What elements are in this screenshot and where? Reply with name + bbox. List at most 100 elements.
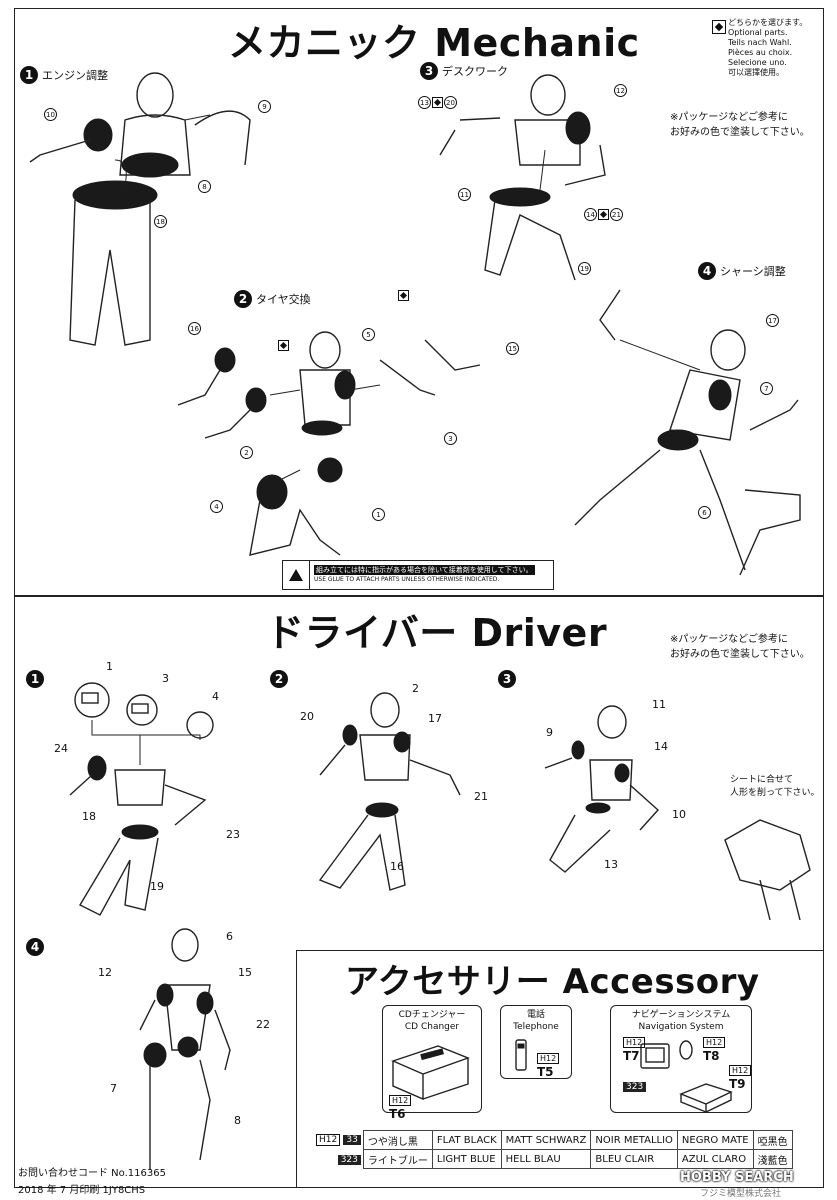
driver-title: ドライバー Driver — [266, 611, 608, 655]
part-number: 12 — [98, 966, 112, 979]
part-number: 12 — [614, 84, 627, 97]
seat-note-line1: シートに合せて — [730, 775, 794, 785]
optional-icon — [598, 209, 609, 220]
paint-row: 323 ライトブルー LIGHT BLUE HELL BLAU BLEU CLA… — [314, 1149, 793, 1169]
part-circle: 6 — [698, 506, 711, 519]
navigation-box: ナビゲーションシステム Navigation System H12 T7 H12… — [610, 1005, 752, 1114]
mech-step-1: 1 エンジン調整 — [20, 66, 108, 84]
paint-number: 323 — [337, 1154, 361, 1165]
color-note-line1: ※パッケージなどご参考に — [670, 634, 788, 645]
nav-paint-c: H12 T9 — [729, 1058, 752, 1091]
paint-cn: 淺藍色 — [752, 1149, 793, 1169]
part-number: 7 — [760, 382, 773, 395]
mech-figure-3 — [439, 74, 606, 281]
navigation-drawing — [640, 1040, 733, 1114]
paint-de: HELL BLAU — [500, 1149, 592, 1169]
optional-parts-icon — [712, 20, 726, 34]
telephone-en: Telephone — [513, 1022, 559, 1032]
part-code: T5 — [537, 1065, 554, 1079]
paint-code: H12 — [623, 1037, 646, 1048]
part-circle: 3 — [444, 432, 457, 445]
part-number: 7 — [110, 1082, 117, 1095]
part-number: 14 — [654, 740, 668, 753]
step-number: 4 — [698, 262, 716, 280]
part-number: 10 — [672, 808, 686, 821]
part-circle: 11 — [458, 188, 471, 201]
part-number: 2 — [240, 446, 253, 459]
optional-icon — [398, 290, 409, 301]
seat-note-line2: 人形を削って下さい。 — [730, 788, 820, 798]
footer-print: 2018 年 7 月印刷 1JY8CHS — [18, 1185, 146, 1196]
accessory-title: アクセサリー Accessory — [345, 962, 760, 1002]
mechanic-frame — [14, 8, 824, 596]
paint-h-code: H12 — [316, 1134, 341, 1146]
cd-changer-jp: CDチェンジャー — [398, 1010, 466, 1020]
part-circle: 5 — [362, 328, 375, 341]
part-number: 19 — [578, 262, 591, 275]
step-label: デスクワーク — [442, 65, 508, 78]
driver-color-note: ※パッケージなどご参考に お好みの色で塗装して下さい。 — [670, 632, 810, 662]
telephone-drawing — [515, 1039, 527, 1071]
paint-en: LIGHT BLUE — [431, 1149, 502, 1169]
nav-dark-code: 323 — [623, 1074, 647, 1093]
seat-note: シートに合せて 人形を削って下さい。 — [730, 774, 820, 800]
part-number: 21 — [474, 790, 488, 803]
glue-note-jp: 組み立てには特に指示がある場合を除いて接着剤を使用して下さい。 — [314, 565, 535, 575]
part-number: 13 — [604, 858, 618, 871]
driver-step-3: 3 — [498, 670, 516, 688]
part-number: 4 — [210, 500, 223, 513]
cd-paint-code: H12 T6 — [389, 1088, 412, 1121]
optional-fr: Pièces au choix. — [728, 48, 793, 57]
driver-figure-4 — [139, 928, 231, 1170]
part-number: 17 — [428, 712, 442, 725]
driver-figure-3 — [544, 705, 811, 921]
footer-company: フジミ模型株式会社 — [700, 1189, 782, 1199]
watermark-text: HOBBY SEARCH — [680, 1170, 794, 1185]
part-number: 22 — [256, 1018, 270, 1031]
part-number: 15 — [238, 966, 252, 979]
paint-code: H12 — [389, 1095, 412, 1106]
driver-step-2: 2 — [270, 670, 288, 688]
paint-es: NEGRO MATE — [676, 1130, 754, 1150]
paint-number: 33 — [343, 1135, 361, 1145]
part-number: 20 — [300, 710, 314, 723]
mechanic-title: メカニック Mechanic — [228, 21, 640, 65]
part-circle: 7 — [760, 382, 773, 395]
part-number: 16 — [390, 860, 404, 873]
glue-note: 組み立てには特に指示がある場合を除いて接着剤を使用して下さい。 USE GLUE… — [282, 560, 554, 590]
nav-paint-b: H12 T8 — [703, 1030, 726, 1063]
part-number: 6 — [698, 506, 711, 519]
part-number: 18 — [82, 810, 96, 823]
part-number: 9 — [258, 100, 271, 113]
part-number: 9 — [546, 726, 553, 739]
part-circle: 2 — [240, 446, 253, 459]
optional-parts-legend: どちらかを選びます。 Optional parts. Teils nach Wa… — [712, 18, 818, 78]
step-number: 3 — [420, 62, 438, 80]
optional-jp: どちらかを選びます。 — [728, 18, 808, 27]
optional-es: Selecione uno. — [728, 58, 787, 67]
paint-table: H12 33 つや消し黒 FLAT BLACK MATT SCHWARZ NOI… — [314, 1130, 793, 1169]
part-optional-pair: 13 20 — [418, 96, 457, 109]
paint-code-dark: 323 — [623, 1082, 647, 1092]
telephone-box: 電話 Telephone H12 T5 — [500, 1005, 572, 1079]
driver-step-1: 1 — [26, 670, 44, 688]
mechanic-figures — [29, 72, 801, 576]
part-number: 3 — [162, 672, 169, 685]
driver-figure-2 — [318, 692, 461, 891]
part-number: 15 — [506, 342, 519, 355]
part-circle: 15 — [506, 342, 519, 355]
part-circle: 17 — [766, 314, 779, 327]
part-circle: 13 — [418, 96, 431, 109]
paint-jp: つや消し黒 — [362, 1130, 433, 1150]
paint-fr: NOIR METALLIO — [590, 1130, 678, 1150]
mech-step-2: 2 タイヤ交換 — [234, 290, 311, 308]
paint-jp: ライトブルー — [362, 1149, 433, 1169]
part-number: 16 — [188, 322, 201, 335]
part-number: 1 — [106, 660, 113, 673]
part-number: 3 — [444, 432, 457, 445]
mech-figure-2 — [177, 331, 481, 556]
part-number: 10 — [44, 108, 57, 121]
mechanic-color-note: ※パッケージなどご参考に お好みの色で塗装して下さい。 — [670, 110, 810, 140]
part-number: 5 — [362, 328, 375, 341]
part-number: 23 — [226, 828, 240, 841]
